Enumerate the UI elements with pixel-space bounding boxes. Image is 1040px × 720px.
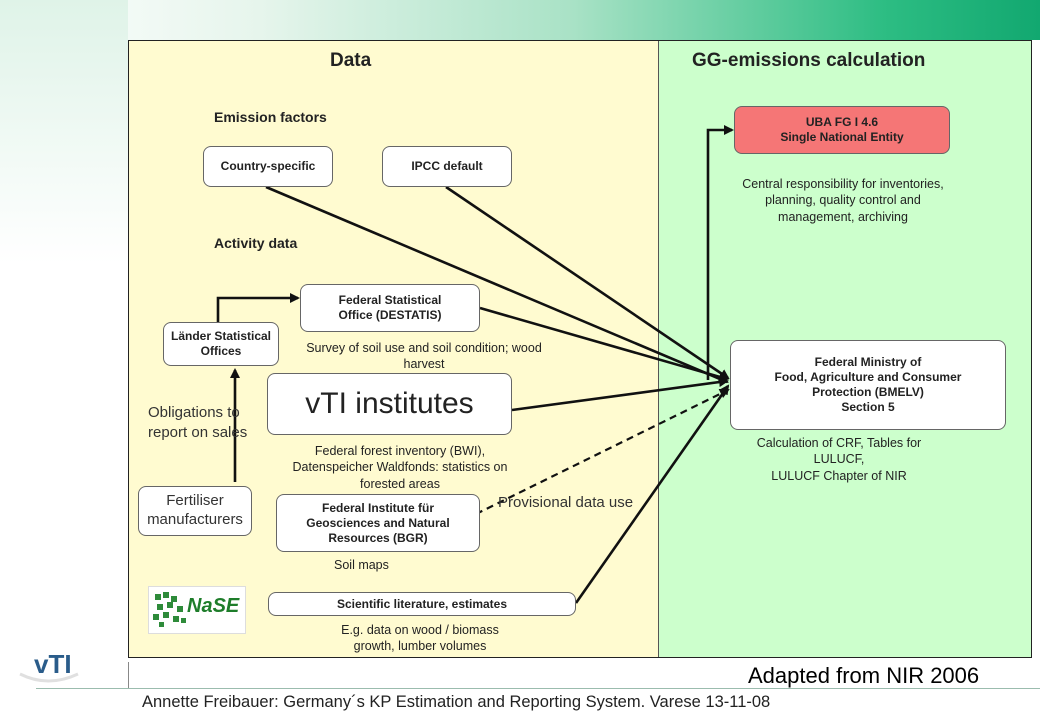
arrow-country-to-bmelv: [265, 185, 729, 384]
footer-divider: [36, 688, 1040, 689]
arrow-bmelv-to-uba: [706, 125, 734, 380]
uba-note: Central responsibility for inventories, …: [742, 177, 944, 224]
bgr-box: Federal Institute für Geosciences and Na…: [276, 494, 480, 552]
header-gradient: [0, 0, 1040, 40]
arrow-vti-to-bmelv: [511, 377, 729, 412]
laender-box: Länder Statistical Offices: [163, 322, 279, 366]
left-gradient: [0, 0, 128, 660]
literature-note: E.g. data on wood / biomass growth, lumb…: [341, 623, 499, 654]
country-specific-box: Country-specific: [203, 146, 333, 187]
ipcc-default-box: IPCC default: [382, 146, 512, 187]
data-header: Data: [330, 50, 372, 71]
bmelv-note: Calculation of CRF, Tables for LULUCF, L…: [756, 436, 922, 483]
provisional-label: Provisional data use: [498, 494, 634, 511]
adapted-caption: Adapted from NIR 2006: [748, 663, 980, 688]
emission-factors-heading: Emission factors: [214, 109, 327, 125]
bgr-note: Soil maps: [334, 558, 389, 572]
arrow-bgr-to-bmelv-provisional: [475, 389, 730, 515]
uba-box: UBA FG I 4.6 Single National Entity: [734, 106, 950, 154]
footer-divider-vertical: [128, 662, 129, 688]
vti-logo-text: vTI: [34, 649, 72, 679]
vti-institutes-box: vTI institutes: [267, 373, 512, 435]
footer-text: Annette Freibauer: Germany´s KP Estimati…: [142, 693, 771, 711]
arrow-laender-to-destatis: [216, 293, 300, 322]
vti-logo: vTI: [19, 649, 79, 683]
nase-logo: NaSE: [148, 586, 246, 634]
arrow-literature-to-bmelv: [574, 384, 730, 604]
arrow-destatis-to-bmelv: [479, 306, 729, 382]
bmelv-box: Federal Ministry of Food, Agriculture an…: [730, 340, 1006, 430]
calc-header: GG-emissions calculation: [692, 50, 926, 71]
literature-box: Scientific literature, estimates: [268, 592, 576, 616]
destatis-box: Federal Statistical Office (DESTATIS): [300, 284, 480, 332]
nase-logo-mark: [153, 592, 186, 627]
vti-note: Federal forest inventory (BWI), Datenspe…: [292, 444, 508, 491]
arrow-ipcc-to-bmelv: [445, 185, 730, 380]
obligations-label: Obligations to report on sales: [148, 404, 248, 441]
fertiliser-box: Fertiliser manufacturers: [138, 486, 252, 536]
activity-data-heading: Activity data: [214, 235, 298, 251]
nase-logo-text: NaSE: [187, 595, 240, 617]
destatis-note: Survey of soil use and soil condition; w…: [306, 341, 542, 372]
